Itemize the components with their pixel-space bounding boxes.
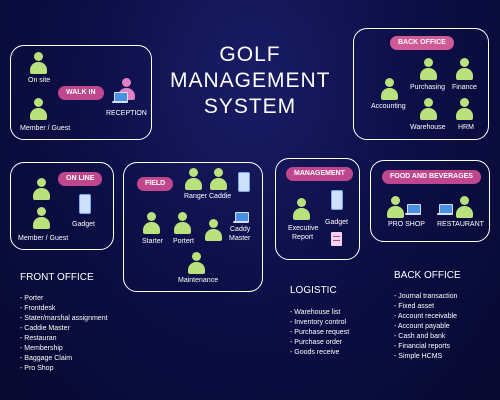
starter-label: Starter (142, 238, 164, 245)
warehouse-person-icon (420, 98, 437, 120)
back-office-heading: BACK OFFICE (394, 270, 461, 281)
caddie-label: Caddie (209, 193, 232, 200)
executive-label-1: Executive (288, 225, 319, 232)
field-gadget-icon (238, 172, 250, 192)
ranger-label: Ranger (184, 193, 207, 200)
executive-person-icon (293, 198, 310, 220)
accounting-person-icon (381, 78, 398, 100)
walk-in-member-guest-label: Member / Guest (20, 125, 71, 132)
finance-person-icon (456, 58, 473, 80)
on-site-person-icon (30, 52, 47, 74)
restaurant-label: RESTAURANT (437, 221, 484, 228)
diagram-title: GOLF MANAGEMENT SYSTEM (170, 42, 330, 120)
warehouse-label: Warehouse (410, 124, 446, 131)
field-badge: FIELD (137, 177, 174, 191)
online-gadget-icon (79, 194, 91, 214)
finance-label: Finance (452, 84, 477, 91)
back-office-badge: BACK OFFICE (390, 36, 454, 50)
list-item: - Baggage Claim (20, 355, 73, 362)
accounting-label: Accounting (371, 103, 406, 110)
title-line-1: GOLF (219, 43, 281, 66)
list-item: - Warehouse list (290, 309, 341, 316)
online-box (10, 162, 114, 250)
list-item: - Account payable (394, 323, 450, 330)
management-gadget-icon (331, 190, 343, 210)
list-item: - Stater/marshal assignment (20, 315, 108, 322)
list-item: - Membership (20, 345, 63, 352)
maintenance-label: Maintenance (178, 277, 219, 284)
ranger-person-icon (185, 168, 202, 190)
pro-shop-label: PRO SHOP (388, 221, 425, 228)
title-line-2: MANAGEMENT (170, 69, 331, 92)
front-office-heading: FRONT OFFICE (20, 272, 94, 283)
food-beverages-badge: FOOD AND BEVERAGES (382, 170, 481, 184)
list-item: - Frontdesk (20, 305, 56, 312)
executive-label-2: Report (292, 234, 314, 241)
front-office-list: - Porter - Frontdesk - Stater/marshal as… (20, 294, 108, 374)
reception-laptop-icon (112, 92, 128, 104)
caddie-person-icon (210, 168, 227, 190)
management-gadget-label: Gadget (325, 219, 348, 226)
caddy-master-laptop-icon (233, 212, 249, 224)
list-item: - Cash and bank (394, 333, 446, 340)
list-item: - Account receivable (394, 313, 458, 320)
member-guest-person-icon (30, 98, 47, 120)
caddy-master-label-2: Master (229, 235, 251, 242)
portert-label: Portert (173, 238, 195, 245)
list-item: - Purchase request (290, 329, 350, 336)
management-badge: MANAGEMENT (286, 167, 353, 181)
on-site-label: On site (28, 77, 51, 84)
purchasing-label: Purchasing (410, 84, 446, 91)
list-item: - Restauran (20, 335, 57, 342)
list-item: - Fixed asset (394, 303, 435, 310)
pro-shop-person-icon (387, 196, 404, 218)
logistic-list: - Warehouse list - Inventory control - P… (290, 308, 349, 358)
field-box (123, 162, 263, 292)
starter-person-icon (143, 212, 160, 234)
list-item: - Simple HCMS (394, 353, 443, 360)
online-person-icon-1 (33, 178, 50, 200)
list-item: - Journal transaction (394, 293, 458, 300)
online-person-icon-2 (33, 207, 50, 229)
portert-person-icon (174, 212, 191, 234)
restaurant-person-icon (456, 196, 473, 218)
online-member-guest-label: Member / Guest (18, 235, 69, 242)
online-badge: ON LINE (58, 172, 103, 186)
list-item: - Caddie Master (20, 325, 70, 332)
walk-in-box (10, 45, 152, 140)
report-document-icon (331, 232, 342, 246)
list-item: - Pro Shop (20, 365, 54, 372)
list-item: - Goods receive (290, 349, 340, 356)
purchasing-person-icon (420, 58, 437, 80)
management-box (275, 158, 360, 260)
logistic-heading: LOGISTIC (290, 285, 337, 296)
hrm-person-icon (456, 98, 473, 120)
list-item: - Inventory control (290, 319, 347, 326)
list-item: - Financial reports (394, 343, 451, 350)
hrm-label: HRM (458, 124, 474, 131)
list-item: - Porter (20, 295, 44, 302)
restaurant-laptop-icon (437, 204, 453, 216)
back-office-list: - Journal transaction - Fixed asset - Ac… (394, 292, 457, 362)
title-line-3: SYSTEM (203, 95, 297, 118)
back-office-box (353, 28, 489, 140)
caddy-master-person-icon (205, 219, 222, 241)
walk-in-badge: WALK IN (58, 86, 104, 100)
caddy-master-label-1: Caddy (230, 226, 251, 233)
pro-shop-laptop-icon (405, 204, 421, 216)
online-gadget-label: Gadget (72, 221, 95, 228)
reception-label: RECEPTION (106, 110, 147, 117)
maintenance-person-icon (188, 252, 205, 274)
food-beverages-box (370, 160, 490, 242)
list-item: - Purchase order (290, 339, 343, 346)
